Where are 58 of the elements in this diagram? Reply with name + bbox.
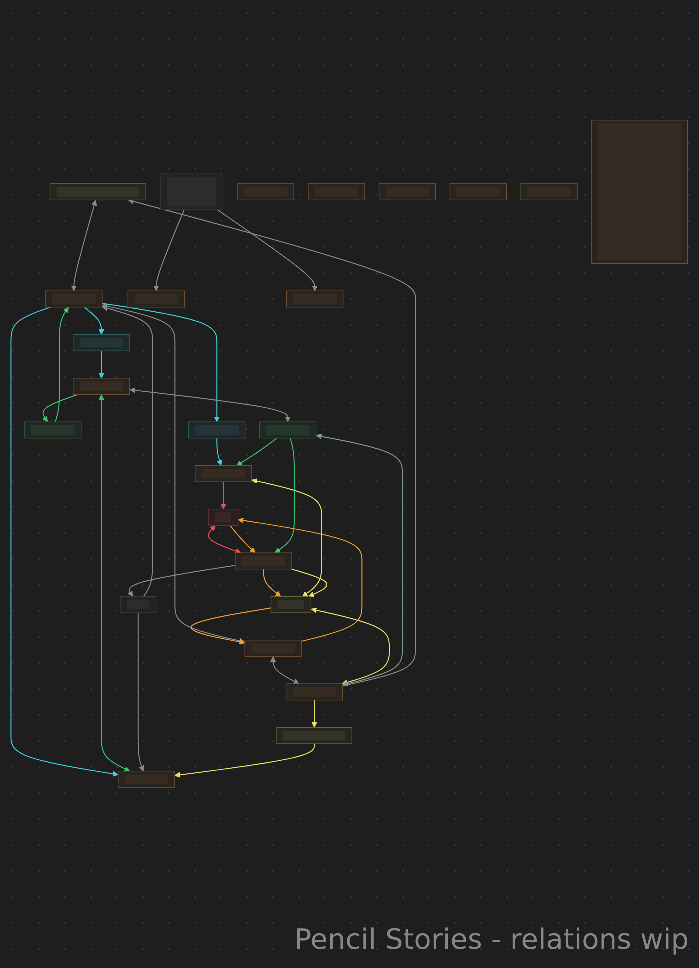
arrow — [102, 303, 220, 422]
node-box — [450, 184, 508, 201]
arrow — [236, 438, 278, 466]
arrow — [274, 438, 295, 554]
arrow — [270, 656, 300, 684]
arrow — [98, 394, 130, 772]
node-box — [235, 552, 292, 570]
arrow — [217, 210, 318, 292]
arrow — [42, 394, 79, 422]
node-box — [237, 184, 294, 201]
node-box — [286, 684, 344, 701]
arrow — [102, 304, 246, 644]
node-box — [73, 378, 130, 396]
arrow — [174, 743, 316, 778]
arrow — [220, 482, 226, 510]
diagram-title: Pencil Stories - relations wip — [294, 923, 689, 956]
node-box — [286, 290, 344, 308]
arrow — [98, 350, 104, 379]
node-box — [270, 596, 312, 614]
node-box — [592, 120, 688, 264]
node-box — [276, 727, 352, 744]
arrow — [10, 306, 119, 777]
node-box — [50, 184, 146, 201]
node-box — [208, 509, 239, 526]
arrow — [238, 518, 363, 642]
node-box — [118, 771, 176, 788]
arrow — [130, 388, 291, 422]
node-box — [120, 596, 157, 614]
arrow — [190, 608, 272, 645]
arrow — [316, 434, 404, 687]
node-box — [378, 184, 436, 201]
node-box — [520, 184, 578, 201]
arrow — [138, 612, 144, 772]
arrow — [102, 306, 154, 598]
node-box — [259, 422, 317, 439]
node-box — [73, 334, 130, 352]
arrow — [128, 198, 416, 687]
arrow — [154, 210, 185, 292]
arrow — [84, 306, 104, 336]
node-box — [128, 290, 185, 308]
node-box — [46, 290, 103, 308]
node-box — [160, 174, 224, 210]
arrow — [55, 307, 69, 423]
node-box — [188, 422, 246, 439]
node-box — [308, 184, 366, 201]
arrow — [230, 525, 256, 554]
arrow — [291, 568, 328, 598]
arrow — [252, 478, 322, 597]
node-box — [195, 465, 252, 482]
arrow — [208, 526, 242, 554]
arrow — [216, 438, 222, 466]
arrow — [128, 565, 236, 597]
arrow — [71, 200, 98, 292]
arrow — [312, 700, 318, 728]
arrow — [263, 568, 282, 597]
node-box — [244, 640, 302, 657]
node-box — [24, 422, 82, 439]
arrow — [311, 608, 390, 686]
